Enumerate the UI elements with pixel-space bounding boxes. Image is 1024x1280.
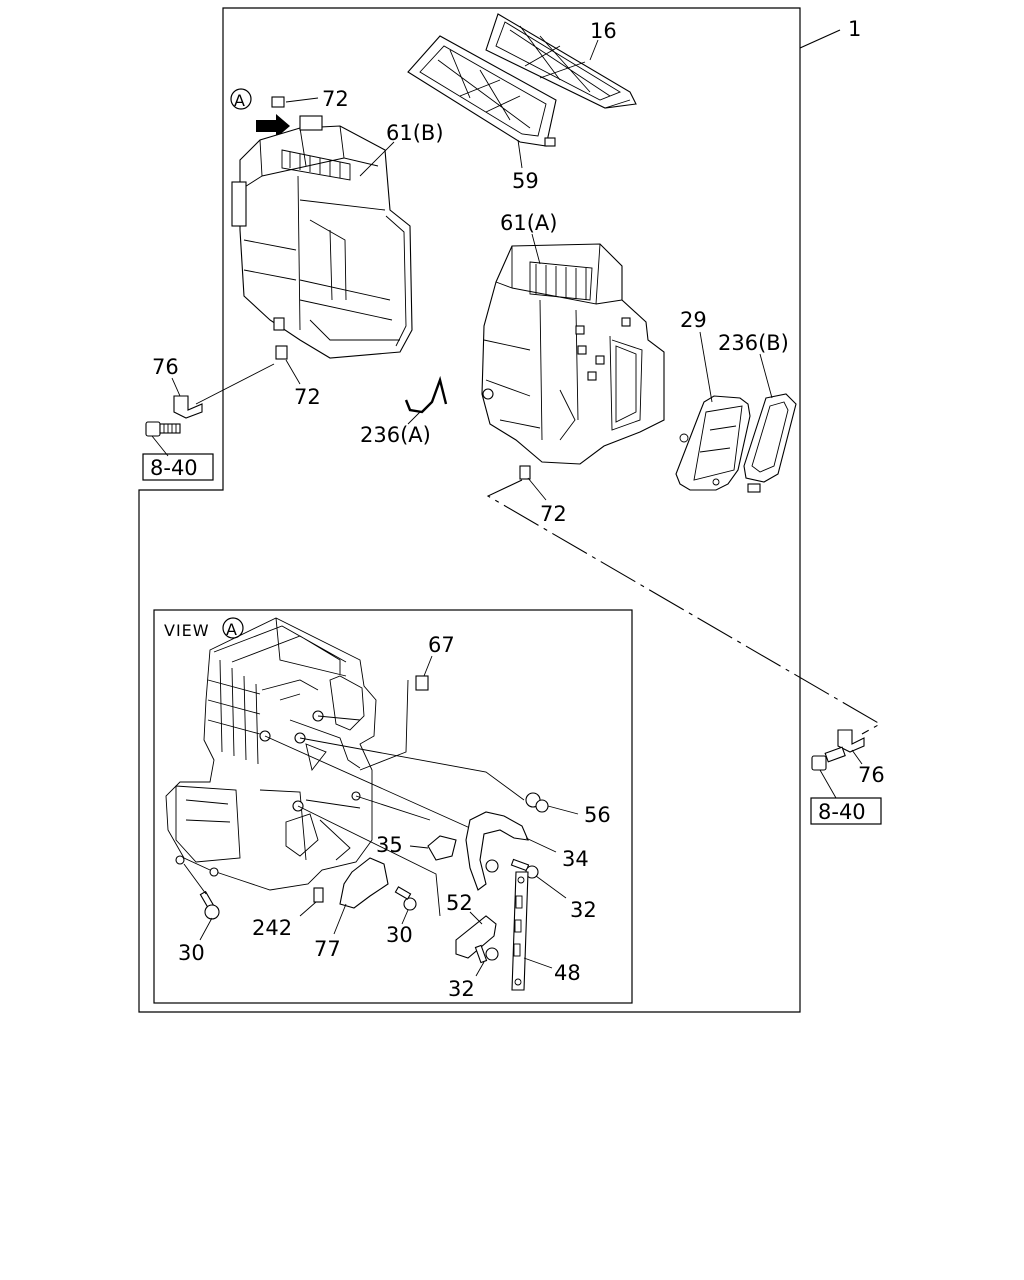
leader-76-left (195, 363, 275, 405)
case-61b (231, 115, 413, 359)
label-ref-right: 8-40 (818, 800, 866, 824)
label-ref-left: 8-40 (150, 456, 198, 480)
marker-view-a: A (226, 620, 237, 639)
screw-32-upper-part (510, 858, 539, 879)
label-59: 59 (512, 169, 539, 193)
connector-lines (264, 715, 525, 917)
screw-30-middle-part (394, 886, 417, 911)
label-56: 56 (584, 803, 611, 827)
screw-30-left-part (199, 890, 220, 920)
bracket-77-part (339, 857, 389, 909)
leader-59 (517, 139, 523, 169)
ref-box-right (810, 797, 882, 825)
gasket-236b (743, 393, 797, 493)
screw-32-lower-part (474, 944, 499, 964)
leader-34 (525, 837, 557, 853)
leader-72-left (285, 359, 301, 385)
clip-72-lower-part (519, 465, 531, 480)
label-72-left: 72 (294, 385, 321, 409)
label-77: 77 (314, 937, 341, 961)
leader-29 (699, 331, 713, 403)
leader-72-lower (527, 477, 547, 501)
view-a-circle (222, 617, 244, 639)
filter-frame-59 (407, 35, 557, 147)
leader-72-top (285, 97, 319, 103)
duct-236a (404, 375, 448, 414)
connector-dashed (486, 479, 882, 735)
leader-32-lower (475, 961, 485, 977)
leader-assembly (799, 29, 841, 49)
leader-ref-left (151, 435, 169, 457)
leader-30-left-top (183, 863, 207, 895)
view-arrow-icon (256, 114, 290, 138)
label-16: 16 (590, 19, 617, 43)
leader-236a (407, 411, 421, 425)
leader-ref-right (819, 769, 837, 799)
leader-35 (409, 845, 429, 849)
leader-52 (469, 911, 483, 925)
spacer-242-part (313, 887, 324, 903)
label-61a: 61(A) (500, 211, 557, 235)
rod-48-part (511, 871, 529, 991)
leader-61b (359, 141, 395, 177)
label-72-lower: 72 (540, 502, 567, 526)
view-a-housing (165, 617, 377, 891)
label-61b: 61(B) (386, 121, 444, 145)
label-48: 48 (554, 961, 581, 985)
leader-30-middle (401, 909, 409, 925)
label-76-right: 76 (858, 763, 885, 787)
label-52: 52 (446, 891, 473, 915)
label-236a: 236(A) (360, 423, 431, 447)
ref-box-left (142, 453, 214, 481)
marker-a-circle (230, 88, 252, 110)
label-35: 35 (376, 833, 403, 857)
clip-67-part (415, 675, 429, 691)
leader-242 (299, 901, 317, 917)
leader-32-upper (535, 875, 567, 899)
case-61a (481, 243, 665, 465)
label-assembly: 1 (848, 17, 861, 41)
leader-76-left-label (171, 377, 181, 397)
bracket-76-left-part (173, 395, 203, 419)
lever-56-part (525, 792, 549, 813)
clip-72-top-part (271, 96, 285, 108)
label-32-upper: 32 (570, 898, 597, 922)
label-72-top: 72 (322, 87, 349, 111)
leader-236b (759, 353, 773, 399)
leader-30-left (199, 917, 213, 941)
leader-67 (423, 655, 433, 677)
label-29: 29 (680, 308, 707, 332)
washer-part (485, 859, 499, 873)
view-a-inset-frame (153, 609, 633, 1004)
leader-16 (589, 39, 599, 61)
leader-77 (333, 903, 347, 935)
label-76-left: 76 (152, 355, 179, 379)
leader-76-right (851, 749, 863, 765)
marker-a: A (234, 91, 245, 110)
connector-67 (359, 679, 409, 771)
leader-48 (523, 957, 553, 969)
label-236b: 236(B) (718, 331, 789, 355)
clip-72-left-part (275, 345, 288, 360)
leader-56 (547, 805, 579, 815)
assembly-frame (138, 7, 801, 1013)
bolt-left-part (145, 421, 181, 437)
link-52-part (455, 915, 497, 959)
bracket-76-right-part (837, 729, 865, 753)
label-67: 67 (428, 633, 455, 657)
label-30-middle: 30 (386, 923, 413, 947)
filter-16 (485, 13, 637, 109)
label-34: 34 (562, 847, 589, 871)
leader-61a (531, 233, 541, 265)
label-242: 242 (252, 916, 292, 940)
label-30-left: 30 (178, 941, 205, 965)
bolt-right-part (811, 746, 846, 771)
arm-35-part (427, 835, 457, 861)
link-plate-34-part (465, 811, 529, 891)
cover-29 (675, 395, 751, 491)
view-label: VIEW (164, 621, 210, 640)
label-32-lower: 32 (448, 977, 475, 1001)
